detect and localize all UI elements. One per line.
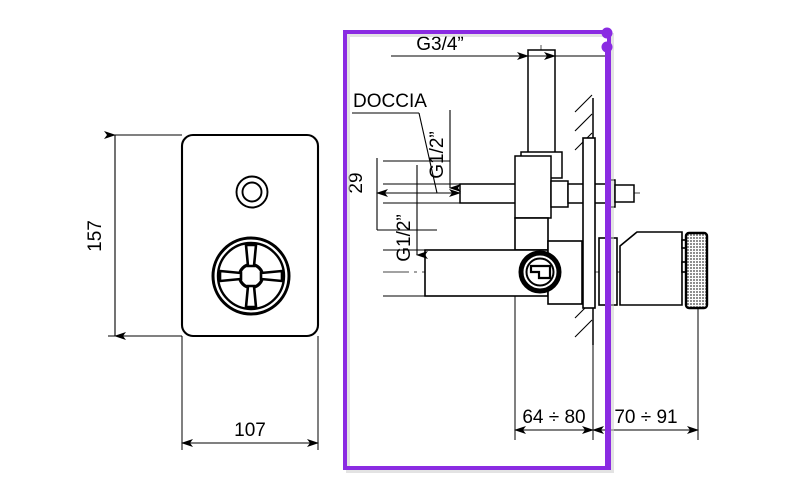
label-g34: G3/4” — [416, 34, 464, 55]
label-doccia: DOCCIA — [353, 91, 427, 112]
diverter-button — [235, 175, 269, 209]
label-g12-lower: G1/2” — [394, 214, 415, 262]
leader-g34: G3/4” — [391, 34, 607, 152]
wheel-handle — [211, 236, 291, 316]
section-escutcheon — [582, 137, 596, 309]
dimension-width-label: 107 — [234, 420, 266, 441]
wheel-spoke-up — [244, 243, 258, 268]
dimension-width-107: 107 — [181, 336, 319, 450]
front-view-group: 157 107 — [85, 131, 320, 450]
selection-handle-top[interactable] — [601, 27, 613, 39]
selection-overlay[interactable] — [343, 27, 614, 473]
cartridge-port — [518, 250, 562, 294]
dimension-height-label: 157 — [85, 220, 106, 252]
selection-handle-guide[interactable] — [601, 41, 613, 53]
leader-doccia: DOCCIA — [352, 91, 438, 194]
label-g12-upper: G1/2” — [427, 131, 448, 179]
wheel-spoke-down — [244, 284, 258, 309]
dimension-offset-29: 29 — [346, 158, 437, 231]
dimension-offset-label: 29 — [346, 172, 367, 193]
dimension-behind-wall: 64 ÷ 80 — [514, 407, 594, 434]
wheel-spoke-right — [259, 269, 284, 283]
dimension-behind-wall-label: 64 ÷ 80 — [522, 407, 585, 428]
wheel-spoke-left — [218, 269, 243, 283]
dimension-height-157: 157 — [85, 131, 182, 340]
section-view-group: 64 ÷ 80 70 ÷ 91 G3/4” DOCCIA — [346, 34, 709, 440]
selection-shadow — [346, 33, 614, 473]
leader-g12-lower: G1/2” — [394, 165, 428, 262]
leader-g12-upper: G1/2” — [427, 110, 461, 192]
dimension-extension-lines — [514, 296, 699, 440]
construction-lines — [383, 160, 460, 297]
dimension-front-wall-label: 70 ÷ 91 — [614, 407, 677, 428]
knurled-knob — [684, 231, 709, 310]
